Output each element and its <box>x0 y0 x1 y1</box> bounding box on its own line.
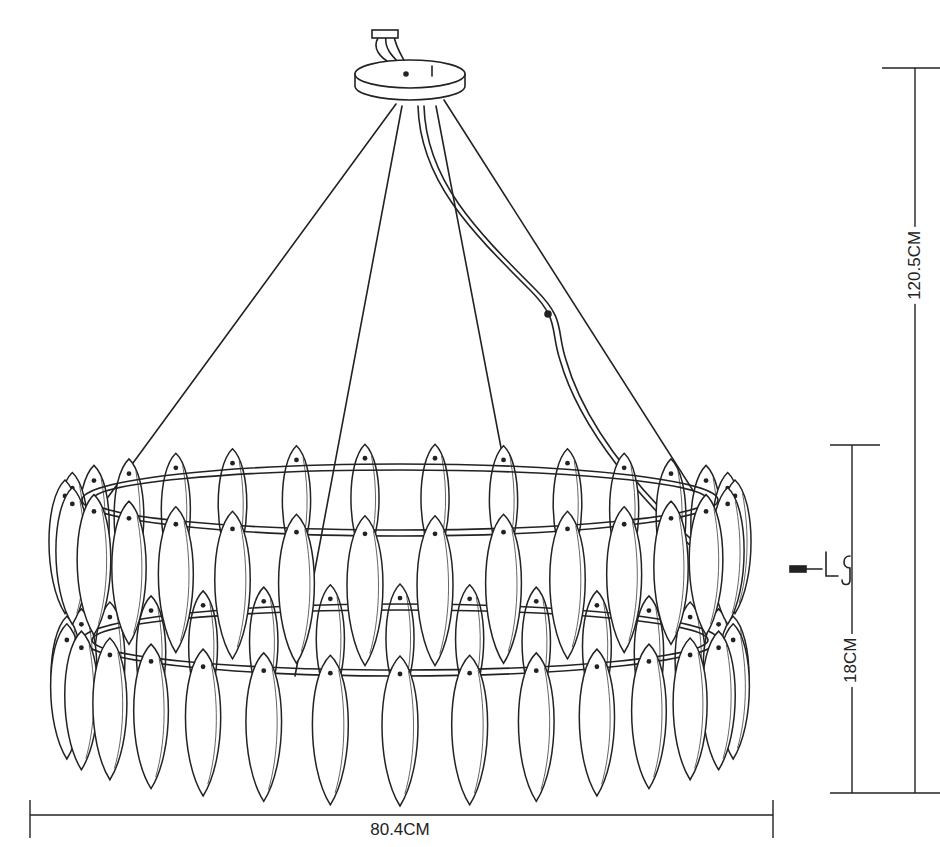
dimension-tick <box>882 67 940 68</box>
upper-ring <box>82 464 718 536</box>
glass-leaf <box>246 653 282 802</box>
terminal-block <box>372 30 398 38</box>
glass-leaf <box>93 638 127 780</box>
suspension-rod <box>444 100 708 514</box>
dimension-label: 18CM <box>842 633 863 686</box>
glass-leaf <box>77 495 111 635</box>
glass-leaf <box>673 638 707 780</box>
glass-leaf <box>518 653 554 802</box>
glass-leaf <box>607 507 642 653</box>
cable-clip <box>545 311 551 317</box>
screw-symbol <box>790 566 806 572</box>
glass-leaf <box>417 516 453 666</box>
glass-leaf <box>347 516 383 666</box>
glass-leaf <box>550 511 585 659</box>
glass-leaf <box>486 514 522 663</box>
glass-leaf <box>185 649 220 796</box>
glass-leaf <box>158 507 193 653</box>
canopy-screw <box>431 66 433 76</box>
dimension-label: 120.5CM <box>905 227 926 304</box>
ceiling-canopy-top <box>355 60 465 88</box>
dimension-line <box>851 445 852 793</box>
dimension-tick <box>830 792 940 793</box>
glass-leaf <box>215 511 250 659</box>
suspension-rod <box>100 104 396 508</box>
glass-leaf <box>654 501 688 644</box>
glass-leaf <box>112 501 146 644</box>
dimension-line <box>914 68 915 793</box>
dimension-tick <box>29 800 30 838</box>
canopy-screw <box>404 72 408 76</box>
hook-symbol <box>842 556 850 585</box>
suspension-rod <box>436 106 506 474</box>
glass-leaf <box>279 514 315 663</box>
screw-symbol <box>806 568 822 570</box>
dimension-tick <box>772 800 773 838</box>
dimension-line <box>30 814 773 815</box>
glass-leaf <box>312 655 348 805</box>
glass-leaf <box>382 656 418 806</box>
glass-leaf <box>452 655 488 805</box>
anchor-symbol <box>826 552 838 576</box>
glass-leaf <box>689 495 723 635</box>
dimension-tick <box>830 444 880 445</box>
glass-leaf <box>632 644 667 789</box>
dimension-label: 80.4CM <box>366 820 434 841</box>
glass-leaf <box>579 649 614 796</box>
glass-leaf <box>134 644 169 789</box>
